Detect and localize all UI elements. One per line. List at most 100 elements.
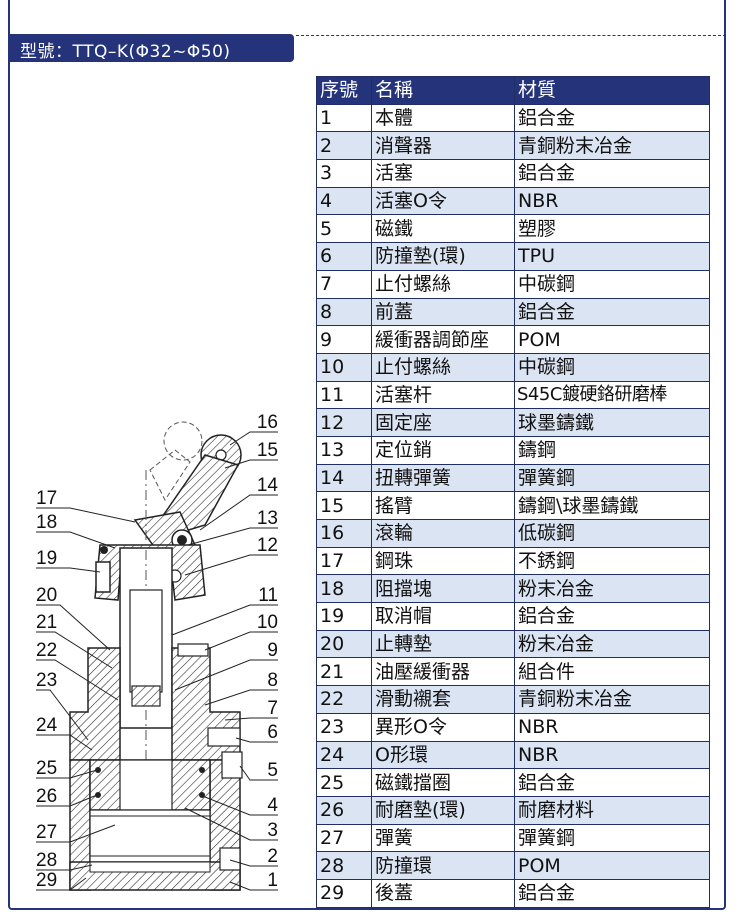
header-material: 材質 — [514, 76, 710, 105]
cell-no: 2 — [316, 131, 372, 161]
cell-no: 6 — [316, 242, 372, 271]
cell-material: 塑膠 — [514, 214, 710, 244]
header-no: 序號 — [316, 76, 372, 105]
cell-no: 29 — [316, 878, 372, 908]
cell-material: 鑄鋼\球墨鑄鐵 — [514, 491, 710, 520]
cell-name: O形環 — [371, 740, 515, 770]
cell-material: 中碳鋼 — [514, 352, 710, 382]
cell-no: 25 — [316, 768, 372, 797]
cell-no: 21 — [316, 657, 372, 687]
title-bar: 型號：TTQ–K(Φ32~Φ50) — [8, 34, 294, 62]
cell-no: 3 — [316, 159, 372, 188]
cell-name: 耐磨墊(環) — [371, 795, 515, 825]
cell-no: 28 — [316, 851, 372, 880]
callout-label-right: 15 — [257, 440, 278, 461]
cell-material: 粉末冶金 — [514, 629, 710, 659]
cell-name: 消聲器 — [371, 131, 515, 161]
cell-material: 彈簧鋼 — [514, 463, 710, 493]
cell-material: 青銅粉末冶金 — [514, 685, 710, 714]
callout-label-left: 24 — [36, 715, 58, 736]
callout-label-left: 23 — [36, 670, 57, 691]
cell-no: 12 — [316, 408, 372, 437]
callout-label-right: 12 — [257, 535, 278, 556]
cell-name: 定位銷 — [371, 435, 515, 465]
cell-no: 15 — [316, 491, 372, 520]
cell-name: 本體 — [371, 103, 515, 133]
cell-no: 18 — [316, 574, 372, 604]
callout-label-right: 6 — [267, 722, 278, 743]
cell-no: 5 — [316, 214, 372, 244]
cell-no: 23 — [316, 712, 372, 742]
cell-material: 球墨鑄鐵 — [514, 408, 710, 437]
cell-name: 異形O令 — [371, 712, 515, 742]
cell-material: 鋁合金 — [514, 103, 710, 133]
table-header-row: 序號 名稱 材質 — [316, 76, 710, 105]
cell-material: TPU — [514, 242, 710, 271]
cell-name: 前蓋 — [371, 297, 515, 327]
callout-label-right: 5 — [267, 760, 278, 781]
cell-material: 低碳鋼 — [514, 519, 710, 548]
cell-name: 防撞墊(環) — [371, 242, 515, 271]
cell-name: 彈簧 — [371, 823, 515, 853]
cell-no: 1 — [316, 103, 372, 133]
cell-no: 8 — [316, 297, 372, 327]
cell-name: 油壓緩衝器 — [371, 657, 515, 687]
cell-name: 扭轉彈簧 — [371, 463, 515, 493]
cell-name: 活塞杆 — [371, 380, 515, 410]
cell-material: S45C鍍硬鉻研磨棒 — [514, 380, 710, 410]
cell-material: 不銹鋼 — [514, 546, 710, 576]
cell-name: 止付螺絲 — [371, 269, 515, 299]
cell-material: 青銅粉末冶金 — [514, 131, 710, 161]
cell-name: 取消帽 — [371, 602, 515, 631]
cell-no: 19 — [316, 602, 372, 631]
cell-no: 24 — [316, 740, 372, 770]
cell-material: 粉末冶金 — [514, 574, 710, 604]
cell-name: 鋼珠 — [371, 546, 515, 576]
cell-name: 磁鐵擋圈 — [371, 768, 515, 797]
page-frame — [8, 0, 726, 910]
cell-name: 活塞 — [371, 159, 515, 188]
cell-material: 鋁合金 — [514, 878, 710, 908]
cell-material: 中碳鋼 — [514, 269, 710, 299]
cell-name: 磁鐵 — [371, 214, 515, 244]
cell-material: 鋁合金 — [514, 768, 710, 797]
callout-label-right: 13 — [257, 508, 278, 529]
cell-name: 活塞O令 — [371, 186, 515, 216]
cell-no: 27 — [316, 823, 372, 853]
cell-no: 22 — [316, 685, 372, 714]
header-name: 名稱 — [371, 76, 515, 105]
cell-no: 14 — [316, 463, 372, 493]
callout-label-left: 21 — [36, 612, 57, 633]
cell-material: POM — [514, 851, 710, 880]
callout-label-left: 17 — [36, 488, 57, 509]
cell-material: NBR — [514, 186, 710, 216]
callout-label-left: 29 — [36, 870, 57, 891]
callout-label-left: 19 — [36, 548, 57, 569]
cell-material: 耐磨材料 — [514, 795, 710, 825]
cell-no: 16 — [316, 519, 372, 548]
cell-no: 10 — [316, 352, 372, 382]
cell-no: 7 — [316, 269, 372, 299]
cell-name: 滑動襯套 — [371, 685, 515, 714]
cell-name: 搖臂 — [371, 491, 515, 520]
callout-label-left: 20 — [36, 585, 57, 606]
cell-name: 止轉墊 — [371, 629, 515, 659]
cell-name: 滾輪 — [371, 519, 515, 548]
cell-name: 阻擋塊 — [371, 574, 515, 604]
callout-label-right: 1 — [267, 870, 278, 891]
callout-label-right: 3 — [267, 820, 278, 841]
